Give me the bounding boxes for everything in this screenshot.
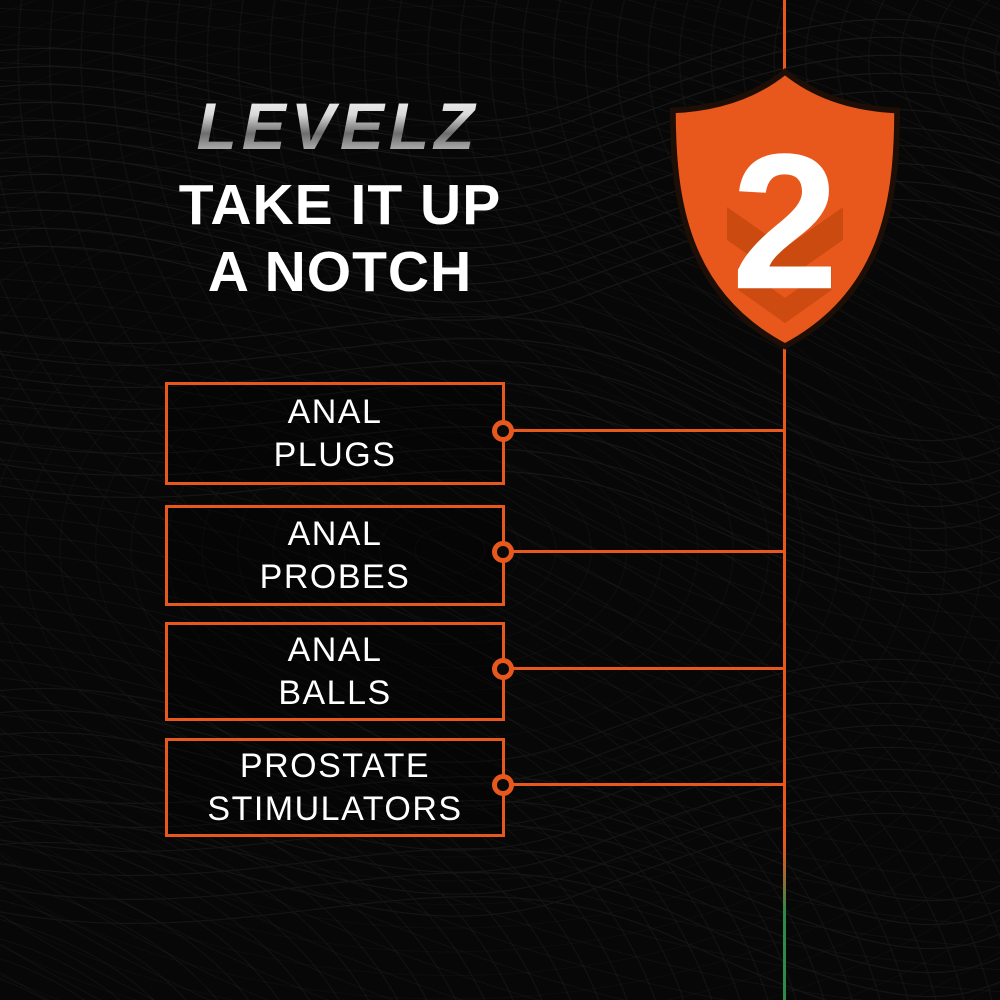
connector-line	[505, 429, 783, 432]
category-box-anal-probes: ANAL PROBES	[165, 505, 505, 606]
category-label-line2: BALLS	[278, 673, 392, 712]
category-box-anal-plugs: ANAL PLUGS	[165, 382, 505, 485]
category-label-line2: PROBES	[259, 557, 411, 596]
level-shield-badge: 2	[669, 67, 901, 350]
heading-line-1: TAKE IT UP	[178, 173, 502, 237]
connector-line	[505, 783, 783, 786]
heading-line-2: A NOTCH	[207, 240, 473, 305]
category-label-line1: ANAL	[287, 393, 383, 431]
shield-chevron-icon	[727, 207, 843, 281]
brand-logo: LEVELZ	[138, 88, 538, 164]
connector-line	[505, 667, 783, 670]
category-label-line2: STIMULATORS	[207, 789, 463, 828]
category-label-line1: ANAL	[287, 631, 383, 669]
level-number: 2	[731, 113, 839, 329]
category-label-line1: ANAL	[287, 515, 383, 553]
connector-dot	[492, 541, 514, 563]
vertical-timeline-line	[783, 0, 786, 1000]
connector-dot	[492, 420, 514, 442]
shield-chevron-icon	[738, 265, 832, 324]
category-label-line1: PROSTATE	[239, 747, 431, 785]
connector-dot	[492, 658, 514, 680]
connector-line	[505, 550, 783, 553]
connector-dot	[492, 774, 514, 796]
page-title: TAKE IT UP A NOTCH	[120, 172, 560, 307]
category-box-anal-balls: ANAL BALLS	[165, 622, 505, 721]
category-box-prostate-stimulators: PROSTATE STIMULATORS	[165, 738, 505, 837]
shield-shape-icon	[669, 67, 901, 350]
category-label-line2: PLUGS	[273, 435, 397, 474]
